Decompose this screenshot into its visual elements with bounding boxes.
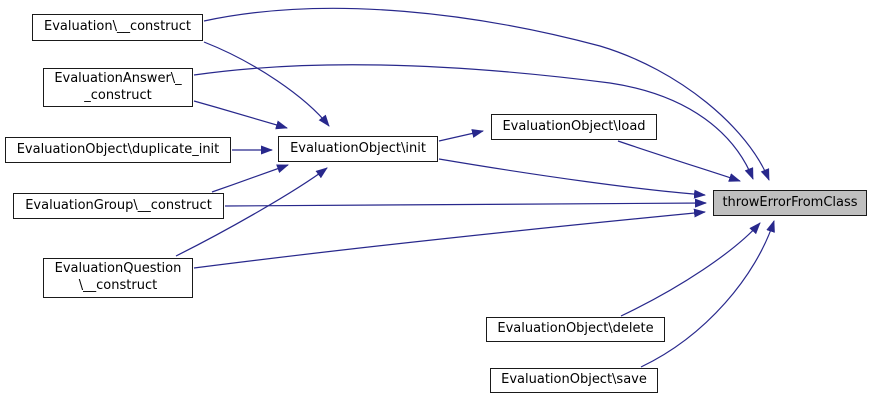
edge-evaluationquestion-construct-to-init [175,167,328,257]
edge-evaluationanswer-construct-to-throwerrorfromclass [193,64,754,180]
node-evaluationobject-init[interactable]: EvaluationObject\init [278,136,438,162]
node-evaluationobject-save[interactable]: EvaluationObject\save [490,368,658,393]
edge-evaluation-construct-to-init [203,41,330,127]
node-evaluationobject-duplicate-init[interactable]: EvaluationObject\duplicate_init [5,137,231,163]
edge-evaluationquestion-construct-to-throwerrorfromclass [193,208,706,269]
edge-save-to-throwerrorfromclass [640,220,775,368]
node-evaluationobject-delete[interactable]: EvaluationObject\delete [486,317,665,342]
node-evaluationanswer-construct[interactable]: EvaluationAnswer\_ _construct [43,68,193,107]
edge-init-to-load [438,129,484,142]
edge-load-to-throwerrorfromclass [617,140,741,182]
edge-evaluation-construct-to-throwerrorfromclass [203,7,770,181]
edge-evaluationanswer-construct-to-init [193,100,288,130]
node-evaluationgroup-construct[interactable]: EvaluationGroup\__construct [13,193,224,219]
edge-evaluationgroup-construct-to-throwerrorfromclass [224,198,707,208]
edge-init-to-throwerrorfromclass [438,158,706,199]
node-evaluationobject-load[interactable]: EvaluationObject\load [491,114,657,140]
node-evaluation-construct[interactable]: Evaluation\__construct [32,14,203,41]
node-evaluationquestion-construct[interactable]: EvaluationQuestion \__construct [43,258,193,298]
node-throwerrorfromclass: throwErrorFromClass [713,190,867,216]
edge-delete-to-throwerrorfromclass [620,222,761,317]
edge-evaluationgroup-construct-to-init [211,164,289,193]
